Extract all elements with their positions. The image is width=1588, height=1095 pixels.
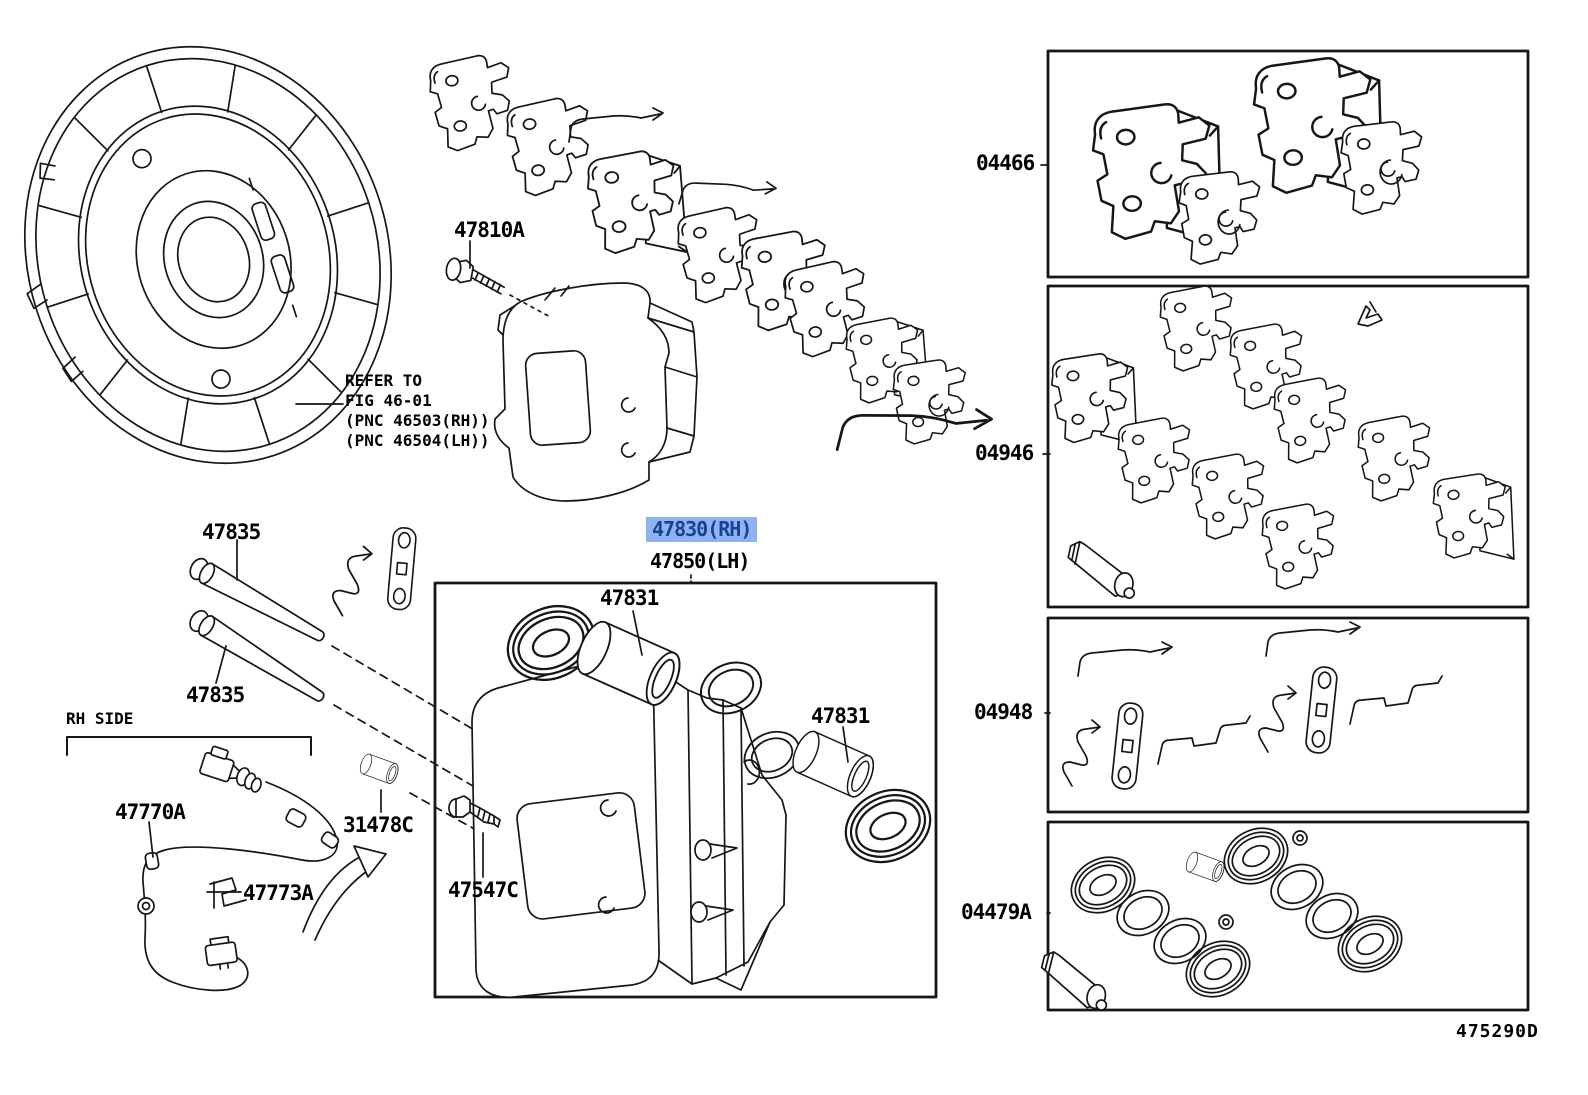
caliper-main [471, 651, 787, 999]
part-label-04946[interactable]: 04946 [975, 441, 1034, 465]
sensor-clamp-47773A [209, 877, 247, 909]
part-label-47770A[interactable]: 47770A [115, 800, 186, 824]
pad-spring [332, 545, 373, 617]
kit-panel-04466 [1040, 49, 1530, 279]
caliper-upper [493, 282, 698, 502]
kit-panel-04948 [1044, 616, 1530, 814]
backing-plate-drawing [23, 45, 393, 465]
part-label-04948[interactable]: 04948 [974, 700, 1033, 724]
part-label-47835-upper[interactable]: 47835 [202, 520, 261, 544]
caliper-bolt-47810A [442, 256, 509, 296]
part-label-47831-right[interactable]: 47831 [811, 704, 870, 728]
main-kit-box [433, 581, 938, 999]
kit-panel-04479A [1034, 816, 1530, 1013]
sensor-assembly [66, 736, 340, 992]
figure-code: 475290D [1456, 1021, 1539, 1042]
kit-panel-04946 [1042, 282, 1530, 609]
leaders-47835 [215, 539, 238, 684]
part-label-47810A[interactable]: 47810A [454, 218, 525, 242]
note-line-0: REFER TO [345, 371, 423, 390]
pad-support-plate [386, 526, 418, 612]
slide-pin-upper [189, 557, 325, 642]
part-label-47850[interactable]: 47850(LH) [650, 549, 750, 573]
note-line-2: (PNC 46503(RH)) [345, 411, 490, 430]
part-label-47547C[interactable]: 47547C [448, 878, 519, 902]
part-label-04466[interactable]: 04466 [976, 151, 1035, 175]
note-line-3: (PNC 46504(LH)) [345, 431, 490, 450]
bushing-31478C [302, 752, 401, 941]
rh-side-label: RH SIDE [66, 709, 134, 728]
slide-pin-lower [189, 609, 325, 702]
pistons-and-seals [494, 591, 943, 877]
bolt-axis-dots [509, 294, 553, 319]
part-label-47831-left[interactable]: 47831 [600, 586, 659, 610]
part-label-04479A[interactable]: 04479A [961, 900, 1032, 924]
part-label-31478C[interactable]: 31478C [343, 813, 414, 837]
part-label-47835-lower[interactable]: 47835 [186, 683, 245, 707]
note-line-1: FIG 46-01 [345, 391, 432, 410]
part-label-47830[interactable]: 47830(RH) [646, 517, 758, 542]
part-label-47773A[interactable]: 47773A [243, 881, 314, 905]
